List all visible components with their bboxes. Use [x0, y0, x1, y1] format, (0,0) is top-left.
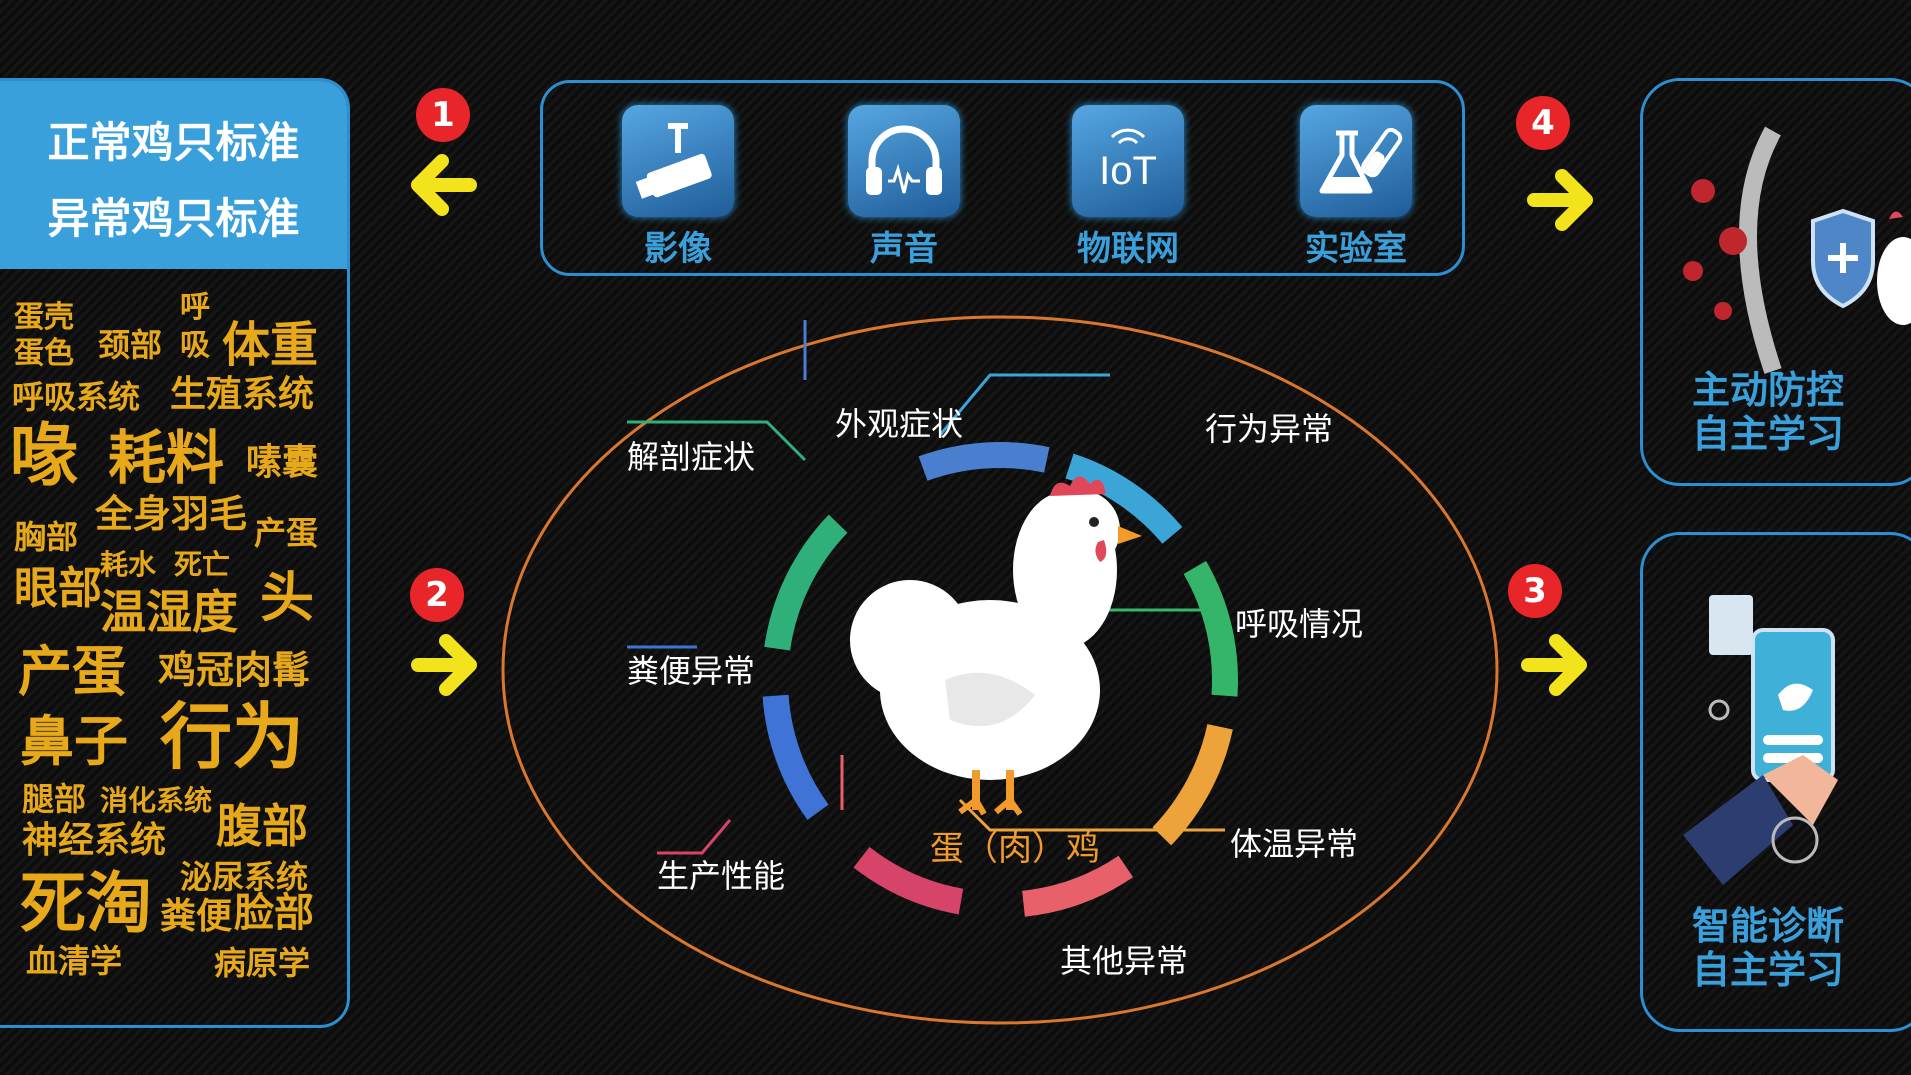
ring-segment-respiration — [1183, 561, 1238, 697]
ring-segment-temperature — [1152, 723, 1233, 846]
symptom-label-production: 生产性能 — [657, 858, 785, 894]
smart-diagnosis-line2: 自主学习 — [1691, 947, 1844, 992]
word-cloud-item: 喙 — [10, 417, 79, 496]
iot-icon-text: IoT — [1099, 149, 1157, 193]
phone-diagnosis-icon — [1683, 595, 1838, 885]
source-iot: IoT 物联网 — [1063, 105, 1193, 270]
word-cloud-item: 耗料 — [108, 424, 225, 492]
word-cloud-item: 粪便 — [160, 896, 233, 937]
word-cloud-item: 行为 — [160, 695, 305, 779]
center-label: 蛋（肉）鸡 — [930, 830, 1100, 868]
word-cloud-item: 产蛋 — [18, 640, 126, 703]
word-cloud-item: 神经系统 — [22, 820, 167, 861]
arrow-right-icon — [1521, 634, 1587, 696]
smart-diagnosis-text: 智能诊断 自主学习 — [1643, 904, 1893, 992]
source-lab: 实验室 — [1291, 105, 1421, 270]
chicken-icon — [850, 476, 1142, 816]
step-marker-4: 4 — [1516, 96, 1570, 150]
word-cloud-item: 体重 — [222, 317, 319, 373]
ring-segment-production — [853, 846, 964, 915]
word-cloud-item: 眼部 — [14, 563, 102, 614]
ring-segment-feces — [762, 694, 829, 820]
active-control-text: 主动防控 自主学习 — [1643, 368, 1893, 456]
leader-line — [938, 373, 1110, 436]
symptom-label-appearance: 外观症状 — [835, 406, 963, 442]
standards-panel: 正常鸡只标准 异常鸡只标准 蛋壳 呼 颈部 吸 体重 蛋色 呼吸系统 生殖系统 … — [0, 78, 350, 1028]
ring-segment-behavior — [1065, 453, 1183, 544]
word-cloud-item: 嗉囊 — [246, 442, 319, 483]
leader-line — [627, 420, 807, 462]
word-cloud-item: 消化系统 — [100, 784, 213, 817]
source-image: 影像 — [613, 105, 743, 270]
ring-segment-appearance — [918, 442, 1050, 481]
ring-segment-necropsy — [764, 514, 848, 651]
word-cloud-item: 吸 — [180, 328, 210, 363]
word-cloud-item: 死淘 — [20, 865, 152, 942]
word-cloud-item: 鼻子 — [20, 710, 128, 773]
arrow-left-icon — [411, 154, 477, 216]
virus-shield-icon — [1683, 126, 1911, 374]
active-control-line1: 主动防控 — [1691, 368, 1844, 412]
word-cloud-item: 耗水 — [100, 548, 157, 581]
source-sound: 声音 — [839, 105, 969, 270]
leader-line — [657, 819, 732, 855]
camera-icon — [622, 105, 734, 217]
symptom-label-respiration: 呼吸情况 — [1235, 606, 1363, 642]
word-cloud-item: 血清学 — [26, 942, 123, 980]
word-cloud-item: 生殖系统 — [170, 374, 315, 415]
word-cloud-item: 病原学 — [214, 944, 311, 982]
word-cloud-item: 产蛋 — [254, 514, 319, 552]
step-marker-2: 2 — [410, 568, 464, 622]
symptom-label-behavior: 行为异常 — [1205, 411, 1333, 447]
flask-icon — [1300, 105, 1412, 217]
symptom-label-necropsy: 解剖症状 — [627, 439, 755, 475]
word-cloud-item: 蛋色 — [14, 336, 74, 371]
word-cloud-item: 胸部 — [14, 518, 79, 556]
word-cloud-item: 头 — [260, 566, 314, 629]
source-label: 物联网 — [1077, 229, 1179, 269]
arrow-right-icon — [1527, 169, 1593, 231]
word-cloud-item: 脸部 — [234, 890, 314, 936]
iot-icon: IoT — [1072, 105, 1184, 217]
symptom-label-feces: 粪便异常 — [627, 653, 755, 689]
ring-segment-other — [1021, 855, 1134, 917]
step-marker-1: 1 — [416, 88, 470, 142]
source-label: 声音 — [870, 229, 938, 269]
symptom-diagram: 蛋（肉）鸡 外观症状 行为异常 呼吸情况 体温异常 其他异常 生产性能 粪便异常… — [501, 315, 1499, 1025]
word-cloud-item: 腿部 — [22, 780, 87, 818]
word-cloud-item: 死亡 — [174, 548, 231, 581]
word-cloud-item: 鸡冠肉髯 — [158, 648, 311, 692]
normal-standard-title: 正常鸡只标准 — [47, 118, 300, 167]
smart-diagnosis-panel: 智能诊断 自主学习 — [1640, 532, 1911, 1032]
source-label: 实验室 — [1305, 229, 1407, 269]
symptom-label-temperature: 体温异常 — [1230, 826, 1358, 862]
word-cloud-item: 蛋壳 — [14, 300, 74, 335]
active-control-panel: 主动防控 自主学习 — [1640, 78, 1911, 486]
word-cloud-item: 温湿度 — [100, 585, 238, 639]
word-cloud-item: 颈部 — [98, 326, 163, 364]
word-cloud-item: 呼吸系统 — [12, 378, 141, 416]
headphones-icon — [848, 105, 960, 217]
source-label: 影像 — [644, 229, 712, 269]
word-cloud-item: 呼 — [180, 290, 210, 325]
abnormal-standard-title: 异常鸡只标准 — [47, 194, 300, 243]
word-cloud-item: 全身羽毛 — [95, 492, 248, 536]
outer-ellipse — [501, 315, 1499, 1025]
step-marker-3: 3 — [1508, 564, 1562, 618]
arrow-right-icon — [411, 634, 477, 696]
standards-header: 正常鸡只标准 异常鸡只标准 — [0, 81, 347, 269]
word-cloud-item: 泌尿系统 — [180, 858, 309, 896]
smart-diagnosis-line1: 智能诊断 — [1691, 904, 1844, 948]
data-sources-panel: 影像 声音 IoT 物联网 实验室 — [540, 80, 1465, 276]
word-cloud-item: 腹部 — [216, 799, 308, 853]
symptom-label-other: 其他异常 — [1060, 943, 1188, 979]
active-control-line2: 自主学习 — [1691, 411, 1844, 456]
leader-line — [958, 798, 1225, 832]
